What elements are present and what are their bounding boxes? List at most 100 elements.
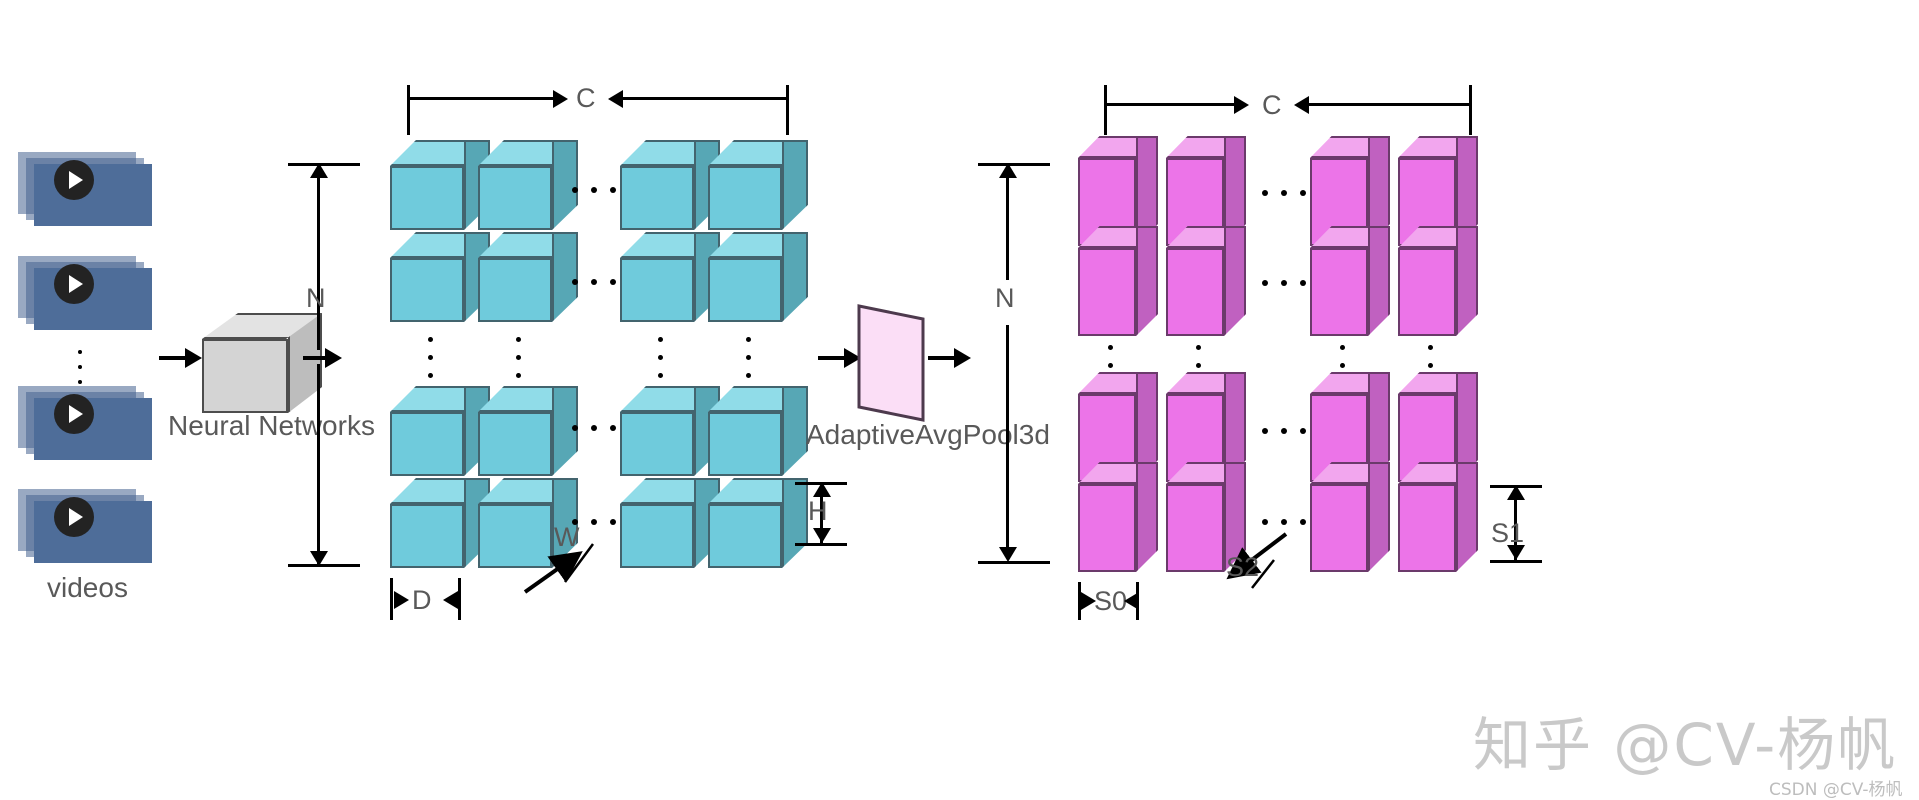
- h-label: H: [808, 496, 828, 526]
- pooled-cube: [1398, 226, 1478, 336]
- feature-col-ellipsis: [516, 337, 521, 391]
- n-label-left: N: [306, 283, 326, 313]
- d-measure-right-cap: [458, 578, 461, 620]
- arrow-features-to-pool: [818, 348, 861, 368]
- play-icon: [54, 264, 94, 304]
- feature-cube: [620, 478, 720, 568]
- n-measure-arrow-up-left: [310, 163, 328, 178]
- c2-measure-left-line: [1104, 103, 1238, 106]
- watermark-primary: 知乎 @CV-杨帆: [1473, 711, 1898, 779]
- c2-measure-left-cap: [1104, 85, 1107, 135]
- feature-cube: [390, 140, 490, 230]
- s1-label: S1: [1491, 518, 1525, 548]
- n-measure-lower-line-left: [317, 364, 320, 564]
- c2-measure-arrow-left: [1294, 96, 1309, 114]
- c-measure-arrow-right: [553, 90, 568, 108]
- feature-cube: [708, 232, 808, 322]
- pooled-cube: [1166, 226, 1246, 336]
- pooled-row-ellipsis: [1262, 428, 1306, 434]
- arrow-videos-to-network: [159, 348, 202, 368]
- arrow-network-to-features: [303, 348, 342, 368]
- feature-row-ellipsis: [572, 187, 616, 193]
- n-label-right: N: [995, 283, 1015, 313]
- n-measure-lower-line-right: [1006, 325, 1009, 547]
- w-pointer-arrow: [523, 543, 595, 594]
- c-measure-left-line: [407, 97, 557, 100]
- pooled-cube: [1310, 226, 1390, 336]
- pooled-cube: [1078, 462, 1158, 572]
- feature-col-ellipsis: [658, 337, 663, 391]
- feature-cube: [390, 386, 490, 476]
- pool-label: AdaptiveAvgPool3d: [806, 419, 1050, 450]
- pooled-cube: [1166, 462, 1246, 572]
- h-measure-bottom-cap: [795, 543, 847, 546]
- video-stack-ellipsis: [78, 350, 82, 395]
- arrow-pool-to-output: [928, 348, 971, 368]
- n-measure-arrow-down-left: [310, 551, 328, 566]
- c-measure-left-cap: [407, 85, 410, 135]
- c-label-right: C: [1262, 90, 1282, 120]
- feature-row-ellipsis: [572, 279, 616, 285]
- pooled-row-ellipsis: [1262, 519, 1306, 525]
- pooled-cube: [1078, 226, 1158, 336]
- s0-measure-arrow-right: [1081, 592, 1096, 610]
- feature-row-ellipsis: [572, 425, 616, 431]
- s2-label: S2: [1226, 552, 1260, 582]
- pooled-cube: [1166, 136, 1246, 246]
- video-stack-3: [18, 386, 152, 464]
- feature-cube: [390, 478, 490, 568]
- feature-cube: [478, 140, 578, 230]
- s1-measure-line: [1514, 492, 1517, 560]
- s1-measure-arrow-up: [1507, 485, 1525, 500]
- pooled-cube: [1310, 462, 1390, 572]
- play-icon: [54, 394, 94, 434]
- feature-col-ellipsis: [746, 337, 751, 391]
- h-measure-line: [820, 489, 823, 543]
- s0-label: S0: [1094, 586, 1128, 616]
- c-label-left: C: [576, 83, 596, 113]
- n-measure-bottom-cap-left: [288, 564, 360, 567]
- n-measure-upper-line-left: [317, 170, 320, 350]
- feature-cube: [478, 386, 578, 476]
- video-stack-4: [18, 489, 152, 567]
- feature-cube: [708, 478, 808, 568]
- adaptive-avgpool3d-block: [856, 303, 926, 423]
- s0-measure-arrow-left: [1124, 592, 1139, 610]
- d-measure-left-cap: [390, 578, 393, 620]
- c-measure-arrow-left: [608, 90, 623, 108]
- video-stack-2: [18, 256, 152, 334]
- pooled-row-ellipsis: [1262, 190, 1306, 196]
- feature-cube: [708, 140, 808, 230]
- s2-pointer-arrow: [1226, 532, 1288, 589]
- feature-cube: [390, 232, 490, 322]
- neural-networks-label: Neural Networks: [168, 410, 375, 441]
- pooled-cube: [1398, 136, 1478, 246]
- pooled-row-ellipsis: [1262, 280, 1306, 286]
- feature-cube: [620, 232, 720, 322]
- d-measure-arrow-left: [443, 591, 458, 609]
- s0-measure-left-cap: [1078, 582, 1081, 620]
- d-label: D: [412, 585, 432, 615]
- video-stack-1: [18, 152, 152, 230]
- h-measure-arrow-up: [813, 482, 831, 497]
- d-measure-arrow-right: [394, 591, 409, 609]
- c-measure-right-cap: [786, 85, 789, 135]
- s0-measure-right-cap: [1136, 582, 1139, 620]
- neural-network-box: [202, 313, 322, 413]
- c-measure-right-line: [620, 97, 788, 100]
- feature-row-ellipsis: [572, 519, 616, 525]
- watermark-secondary: CSDN @CV-杨帆: [1769, 780, 1903, 800]
- w-label: W: [554, 522, 580, 552]
- c2-measure-arrow-right: [1234, 96, 1249, 114]
- c2-measure-right-line: [1306, 103, 1471, 106]
- s1-measure-arrow-down: [1507, 545, 1525, 560]
- s1-measure-bottom-cap: [1490, 560, 1542, 563]
- pool-trapezoid-shape: [857, 304, 925, 422]
- n-measure-arrow-up-right: [999, 163, 1017, 178]
- play-icon: [54, 160, 94, 200]
- c2-measure-right-cap: [1469, 85, 1472, 135]
- feature-cube: [708, 386, 808, 476]
- h-measure-arrow-down: [813, 528, 831, 543]
- feature-cube: [478, 232, 578, 322]
